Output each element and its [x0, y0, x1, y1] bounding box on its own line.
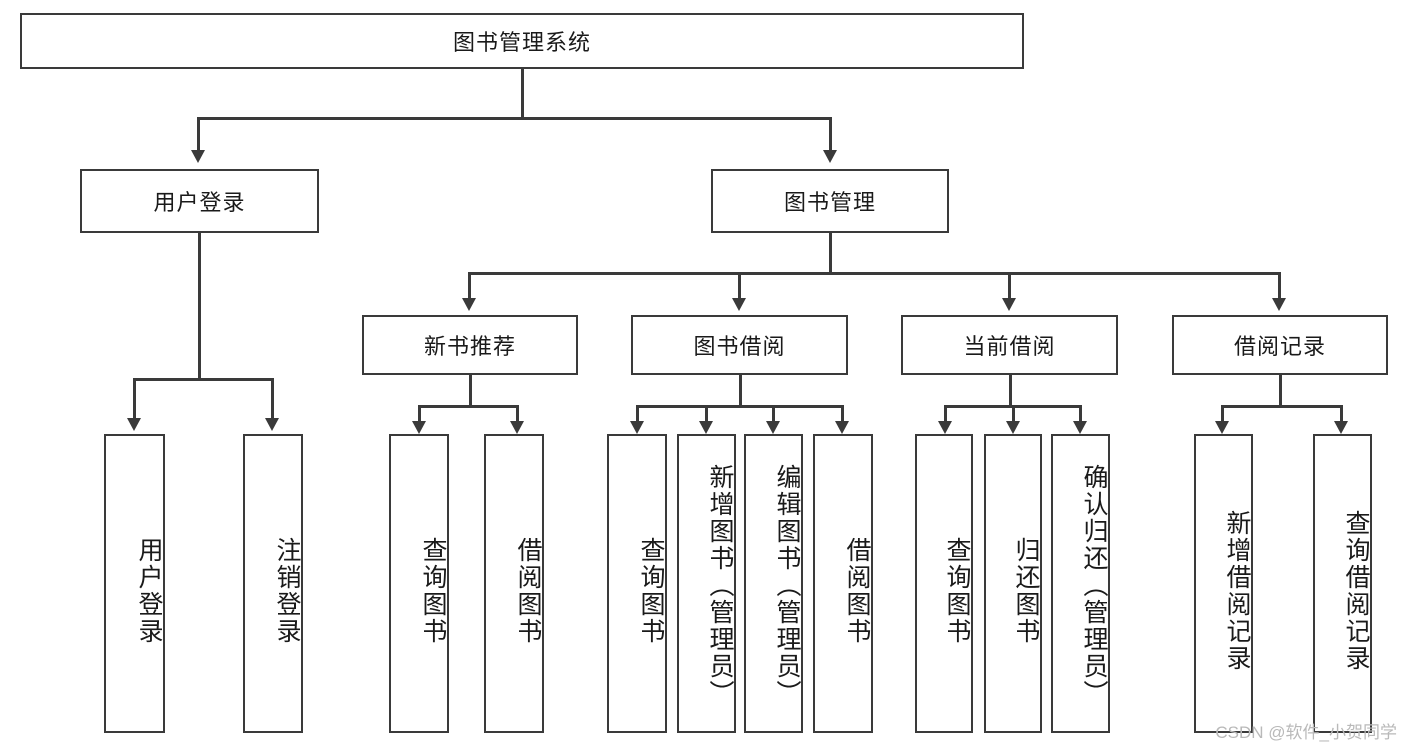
- connector-bb-drop-3: [772, 405, 775, 423]
- node-leaf-confirm-return[interactable]: 确认归还（管理员）: [1051, 434, 1110, 733]
- connector-bb-bus: [636, 405, 843, 408]
- connector-level2-right-drop: [829, 117, 832, 152]
- arrow-to-user-login: [191, 150, 205, 163]
- connector-level3-bus: [468, 272, 1280, 275]
- connector-cb-drop-1: [944, 405, 947, 423]
- node-leaf-logout-login[interactable]: 注销登录: [243, 434, 303, 733]
- arrow-to-leaf-add-book: [699, 421, 713, 434]
- connector-cb-drop-2: [1012, 405, 1015, 423]
- node-leaf-logout-login-label: 注销登录: [273, 536, 301, 645]
- arrow-to-leaf-query-borrow-record: [1334, 421, 1348, 434]
- connector-level3-drop-3: [1008, 272, 1011, 300]
- node-leaf-add-book[interactable]: 新增图书（管理员）: [677, 434, 736, 733]
- arrow-to-leaf-query-book-1: [412, 421, 426, 434]
- arrow-to-leaf-user-login: [127, 418, 141, 431]
- node-leaf-query-book-3-label: 查询图书: [943, 536, 971, 645]
- arrow-to-leaf-logout-login: [265, 418, 279, 431]
- connector-bb-drop-1: [636, 405, 639, 423]
- node-leaf-return-book[interactable]: 归还图书: [984, 434, 1042, 733]
- connector-user-login-trunk: [198, 233, 201, 378]
- connector-user-login-bus: [133, 378, 271, 381]
- connector-nbr-trunk: [469, 375, 472, 405]
- connector-level3-drop-1: [468, 272, 471, 300]
- node-leaf-return-book-label: 归还图书: [1012, 536, 1040, 645]
- connector-br-drop-1: [1221, 405, 1224, 423]
- connector-level3-drop-2: [738, 272, 741, 300]
- arrow-to-leaf-confirm-return: [1073, 421, 1087, 434]
- node-leaf-query-book-2-label: 查询图书: [637, 536, 665, 645]
- arrow-to-leaf-return-book: [1006, 421, 1020, 434]
- connector-book-manage-trunk: [829, 233, 832, 272]
- node-leaf-add-borrow-record[interactable]: 新增借阅记录: [1194, 434, 1253, 733]
- arrow-to-leaf-query-book-2: [630, 421, 644, 434]
- node-leaf-user-login[interactable]: 用户登录: [104, 434, 165, 733]
- arrow-to-leaf-edit-book: [766, 421, 780, 434]
- connector-nbr-drop-2: [516, 405, 519, 423]
- node-leaf-query-book-2[interactable]: 查询图书: [607, 434, 667, 733]
- node-book-manage-label: 图书管理: [783, 190, 876, 215]
- node-leaf-borrow-book-1[interactable]: 借阅图书: [484, 434, 544, 733]
- node-current-borrow-label: 当前借阅: [963, 334, 1056, 359]
- node-leaf-borrow-book-1-label: 借阅图书: [514, 536, 542, 645]
- node-leaf-borrow-book-2-label: 借阅图书: [843, 536, 871, 645]
- node-borrow-record-label: 借阅记录: [1233, 334, 1326, 359]
- node-user-login-label: 用户登录: [153, 190, 246, 215]
- connector-bb-drop-4: [841, 405, 844, 423]
- connector-br-bus: [1221, 405, 1342, 408]
- arrow-to-leaf-query-book-3: [938, 421, 952, 434]
- arrow-to-book-manage: [823, 150, 837, 163]
- connector-bb-trunk: [739, 375, 742, 405]
- arrow-to-borrow-record: [1272, 298, 1286, 311]
- connector-level2-left-drop: [197, 117, 200, 152]
- node-leaf-add-book-label: 新增图书（管理员）: [706, 464, 734, 707]
- node-leaf-query-borrow-record-label: 查询借阅记录: [1342, 509, 1370, 672]
- connector-user-login-drop-1: [133, 378, 136, 420]
- connector-root-trunk: [521, 69, 524, 117]
- arrow-to-leaf-borrow-book-1: [510, 421, 524, 434]
- node-borrow-record[interactable]: 借阅记录: [1172, 315, 1388, 375]
- connector-user-login-drop-2: [271, 378, 274, 420]
- node-leaf-borrow-book-2[interactable]: 借阅图书: [813, 434, 873, 733]
- node-leaf-query-book-3[interactable]: 查询图书: [915, 434, 973, 733]
- connector-nbr-bus: [418, 405, 518, 408]
- node-leaf-query-book-1-label: 查询图书: [419, 536, 447, 645]
- arrow-to-new-book-recommend: [462, 298, 476, 311]
- arrow-to-book-borrow: [732, 298, 746, 311]
- connector-nbr-drop-1: [418, 405, 421, 423]
- node-leaf-edit-book[interactable]: 编辑图书（管理员）: [744, 434, 803, 733]
- connector-br-drop-2: [1340, 405, 1343, 423]
- arrow-to-current-borrow: [1002, 298, 1016, 311]
- connector-cb-trunk: [1009, 375, 1012, 405]
- node-leaf-query-borrow-record[interactable]: 查询借阅记录: [1313, 434, 1372, 733]
- node-root[interactable]: 图书管理系统: [20, 13, 1024, 69]
- node-leaf-user-login-label: 用户登录: [135, 536, 163, 645]
- node-current-borrow[interactable]: 当前借阅: [901, 315, 1118, 375]
- node-book-manage[interactable]: 图书管理: [711, 169, 949, 233]
- connector-br-trunk: [1279, 375, 1282, 405]
- arrow-to-leaf-borrow-book-2: [835, 421, 849, 434]
- arrow-to-leaf-add-borrow-record: [1215, 421, 1229, 434]
- connector-level2-bus: [197, 117, 832, 120]
- node-leaf-confirm-return-label: 确认归还（管理员）: [1080, 464, 1108, 707]
- connector-cb-drop-3: [1079, 405, 1082, 423]
- node-new-book-recommend[interactable]: 新书推荐: [362, 315, 578, 375]
- node-book-borrow-label: 图书借阅: [693, 334, 786, 359]
- node-book-borrow[interactable]: 图书借阅: [631, 315, 848, 375]
- node-new-book-recommend-label: 新书推荐: [423, 334, 516, 359]
- node-user-login[interactable]: 用户登录: [80, 169, 319, 233]
- node-leaf-add-borrow-record-label: 新增借阅记录: [1223, 509, 1251, 672]
- node-root-label: 图书管理系统: [452, 30, 591, 55]
- connector-bb-drop-2: [705, 405, 708, 423]
- node-leaf-query-book-1[interactable]: 查询图书: [389, 434, 449, 733]
- csdn-watermark: CSDN @软件_小贺同学: [1215, 723, 1397, 742]
- node-leaf-edit-book-label: 编辑图书（管理员）: [773, 464, 801, 707]
- connector-level3-drop-4: [1278, 272, 1281, 300]
